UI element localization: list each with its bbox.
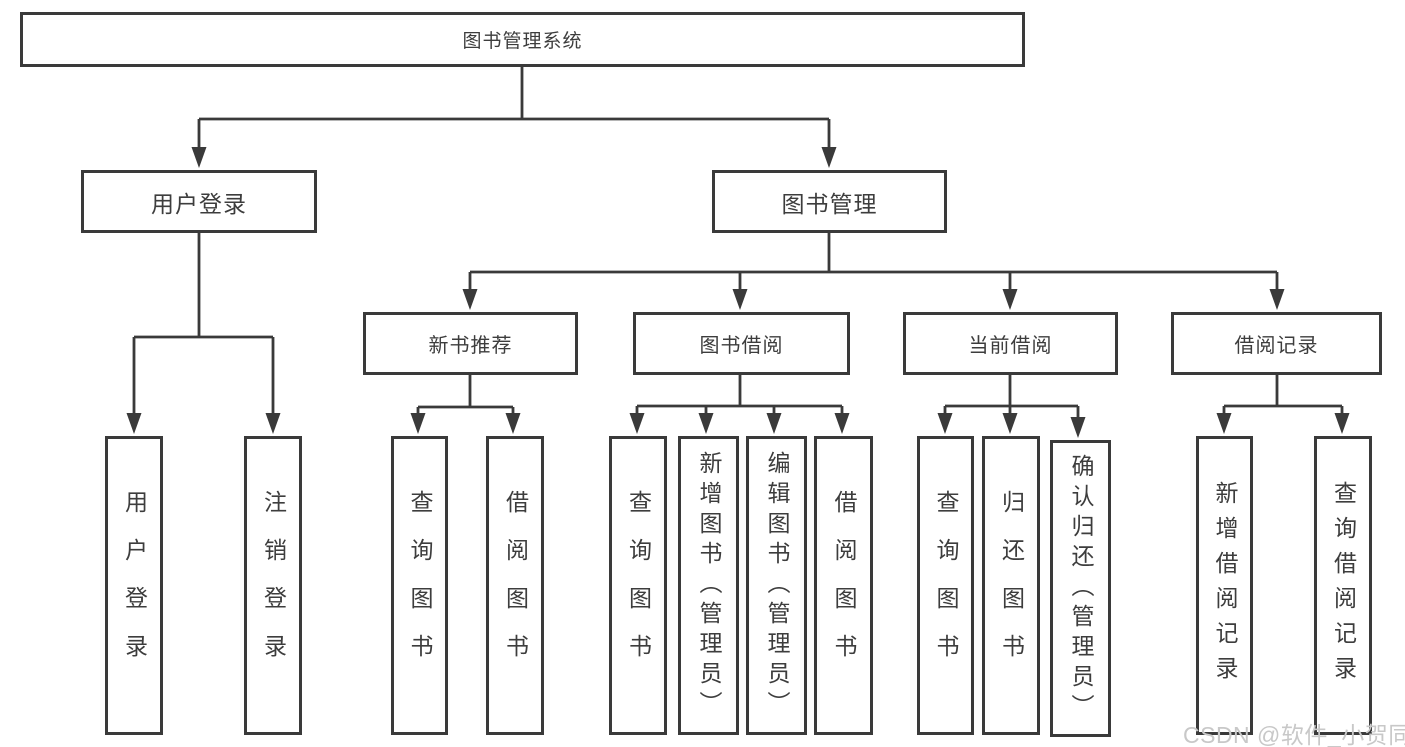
- arrowhead-icon: [126, 413, 142, 434]
- connector-user-login-group: [126, 233, 281, 434]
- arrowhead-icon: [766, 413, 782, 434]
- connector-new-book-recommend: [410, 375, 521, 434]
- arrowhead-icon: [821, 147, 837, 168]
- arrowhead-icon: [937, 413, 953, 434]
- connector-root: [191, 67, 837, 168]
- node-user-login: 用户登录: [105, 436, 163, 735]
- node-edit-book-admin: 编辑图书（管理员）: [746, 436, 807, 735]
- node-add-borrow-record: 新增借阅记录: [1196, 436, 1253, 735]
- connector-current-borrowing: [937, 375, 1086, 438]
- node-query-books-current: 查询图书: [917, 436, 974, 735]
- node-library-management-system: 图书管理系统: [20, 12, 1025, 67]
- node-book-borrowing: 图书借阅: [633, 312, 850, 375]
- node-borrow-books-borrowing: 借阅图书: [814, 436, 873, 735]
- arrowhead-icon: [505, 413, 521, 434]
- node-query-books-recommend: 查询图书: [391, 436, 448, 735]
- node-query-borrow-record: 查询借阅记录: [1314, 436, 1372, 735]
- arrowhead-icon: [1002, 413, 1018, 434]
- arrowhead-icon: [1269, 289, 1285, 310]
- node-add-book-admin: 新增图书（管理员）: [678, 436, 739, 735]
- node-confirm-return-admin: 确认归还（管理员）: [1050, 440, 1111, 737]
- arrowhead-icon: [1070, 417, 1086, 438]
- connector-book-management: [462, 233, 1285, 310]
- node-query-books-borrowing: 查询图书: [609, 436, 667, 735]
- node-borrowing-records: 借阅记录: [1171, 312, 1382, 375]
- arrowhead-icon: [462, 289, 478, 310]
- arrowhead-icon: [834, 413, 850, 434]
- arrowhead-icon: [732, 289, 748, 310]
- node-user-login-group: 用户登录: [81, 170, 317, 233]
- node-current-borrowing: 当前借阅: [903, 312, 1118, 375]
- node-logout-login: 注销登录: [244, 436, 302, 735]
- connector-borrowing-records: [1216, 375, 1350, 434]
- arrowhead-icon: [1216, 413, 1232, 434]
- arrowhead-icon: [629, 413, 645, 434]
- node-return-book: 归还图书: [982, 436, 1040, 735]
- arrowhead-icon: [1334, 413, 1350, 434]
- node-book-management: 图书管理: [712, 170, 947, 233]
- arrowhead-icon: [1002, 289, 1018, 310]
- node-new-book-recommend: 新书推荐: [363, 312, 578, 375]
- watermark-text: CSDN @软件_小贺同学: [1183, 722, 1405, 747]
- arrowhead-icon: [698, 413, 714, 434]
- arrowhead-icon: [410, 413, 426, 434]
- arrowhead-icon: [265, 413, 281, 434]
- arrowhead-icon: [191, 147, 207, 168]
- node-borrow-books-recommend: 借阅图书: [486, 436, 544, 735]
- connector-book-borrowing: [629, 375, 850, 434]
